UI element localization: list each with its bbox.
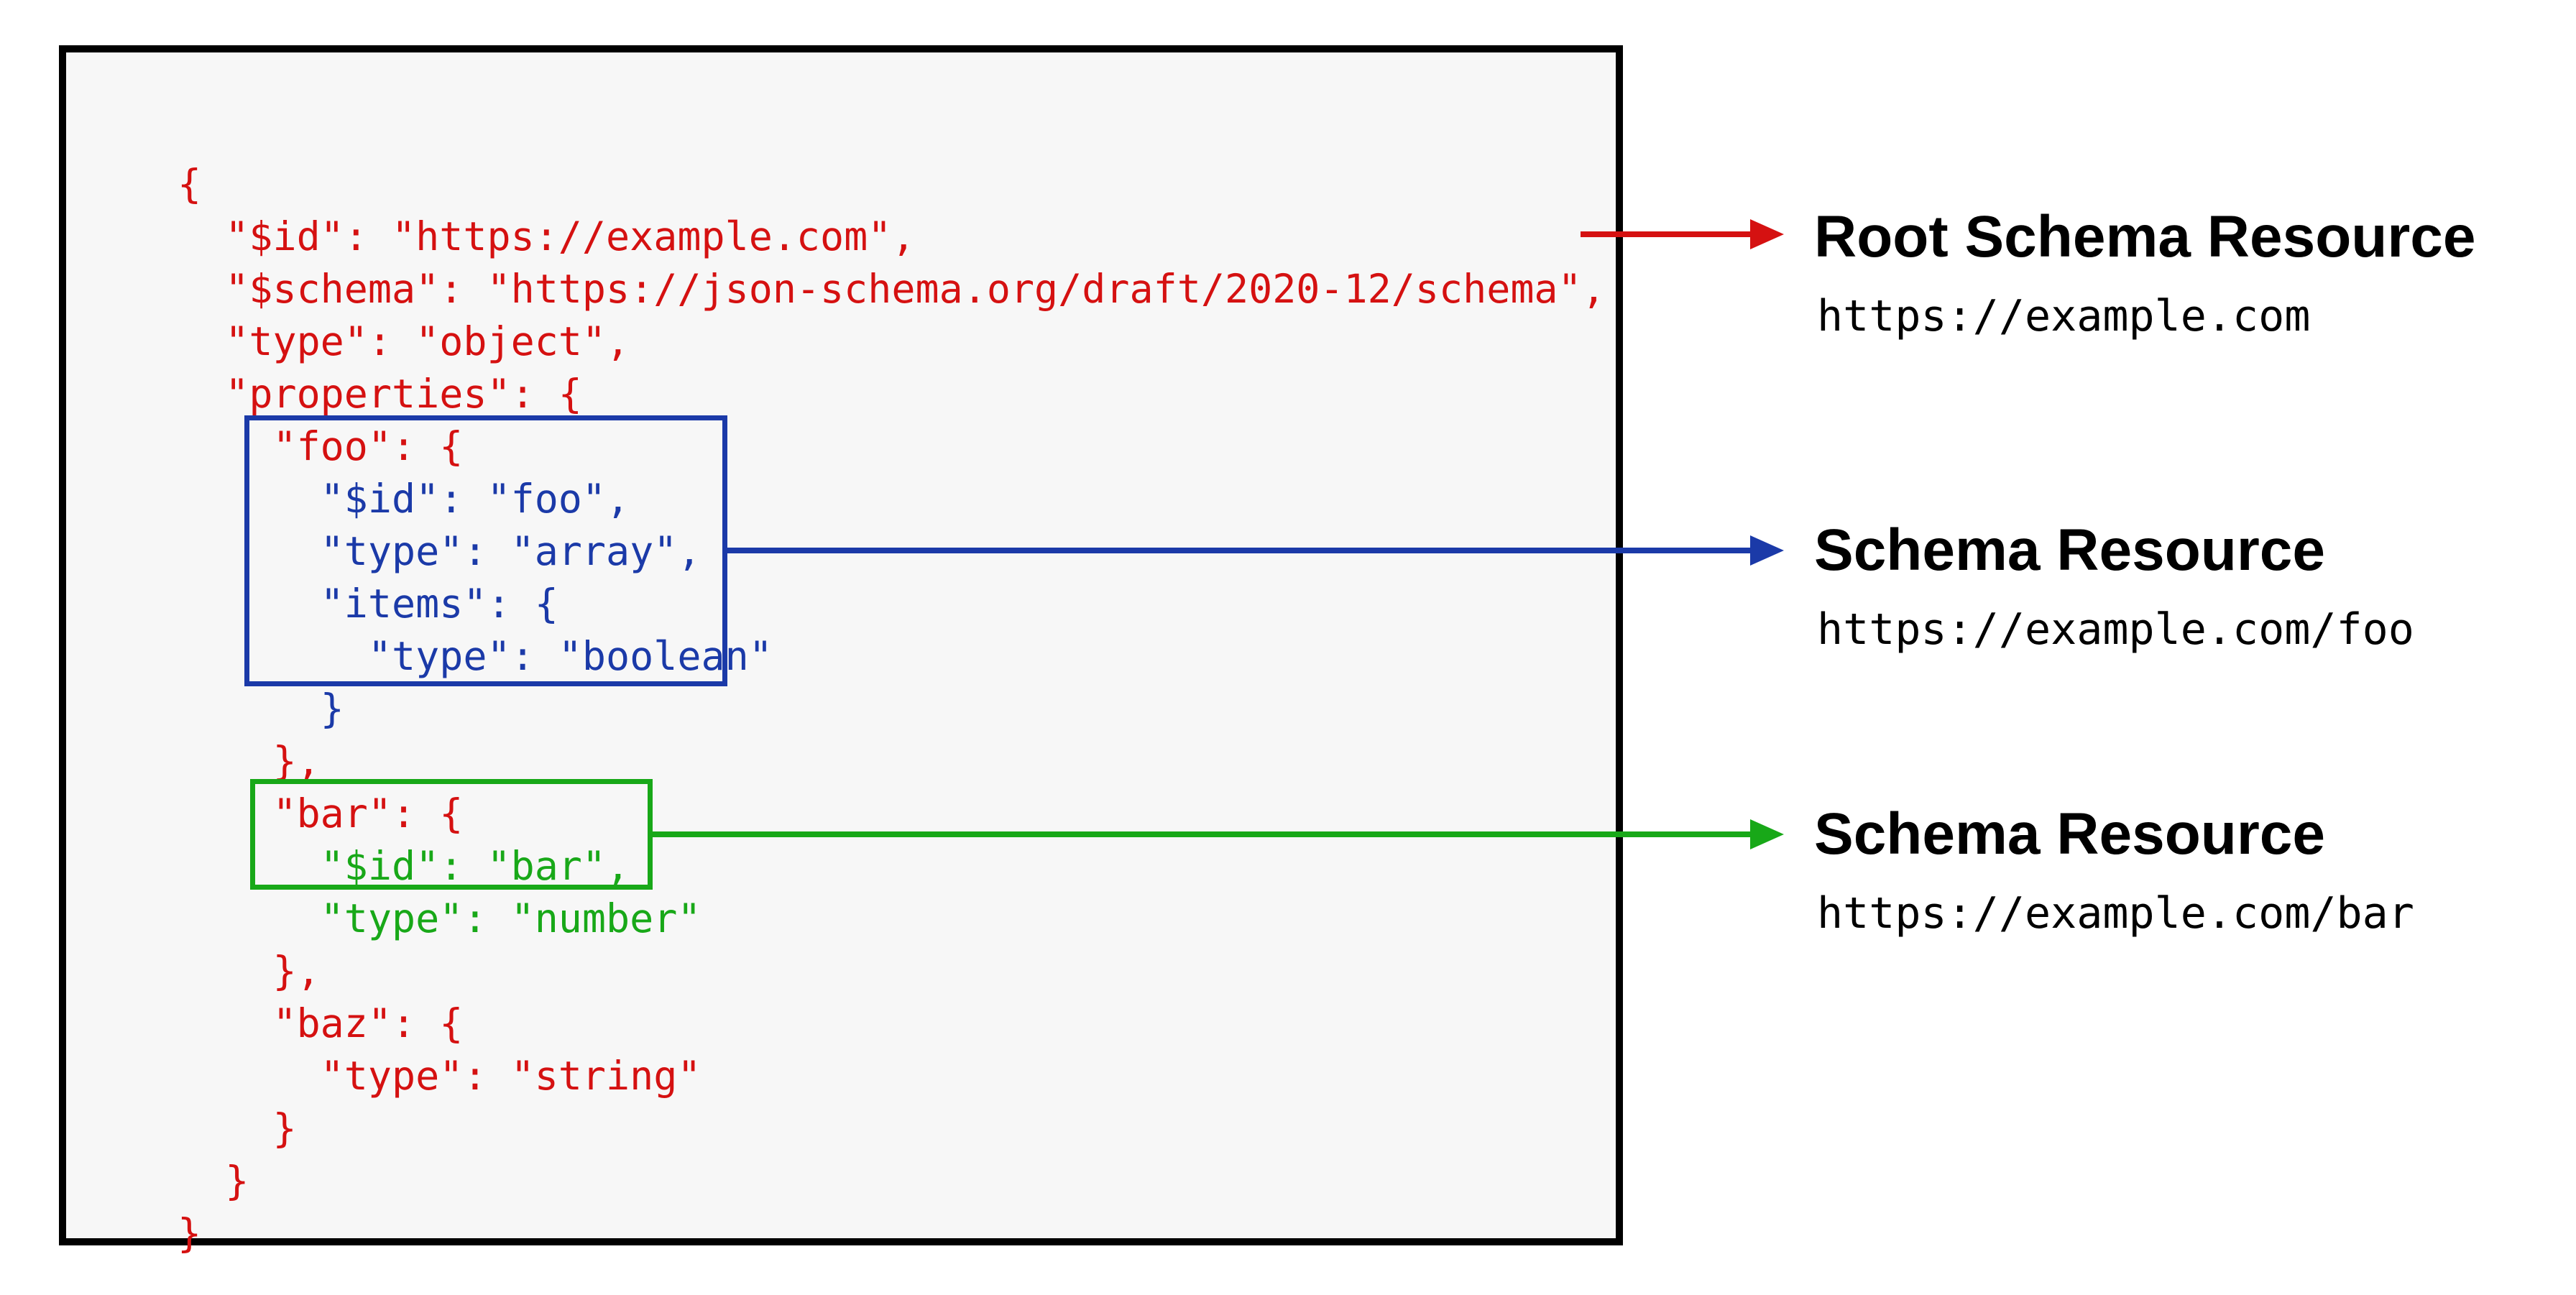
code-line: "type": "string"	[178, 1053, 702, 1099]
code-line: "bar": {	[178, 791, 464, 837]
root-schema-arrow-line	[1581, 231, 1750, 237]
bar-schema-arrow-line	[653, 831, 1750, 837]
root-schema-resource-title: Root Schema Resource	[1814, 204, 2476, 269]
bar-schema-resource-title: Schema Resource	[1814, 801, 2326, 867]
bar-schema-arrowhead-icon	[1750, 819, 1784, 849]
code-line: "$schema": "https://json-schema.org/draf…	[178, 266, 1606, 312]
root-schema-resource-url: https://example.com	[1817, 291, 2311, 341]
foo-schema-resource-title: Schema Resource	[1814, 517, 2326, 583]
foo-schema-resource-url: https://example.com/foo	[1817, 604, 2414, 655]
root-schema-arrowhead-icon	[1750, 219, 1784, 249]
code-line: "baz": {	[178, 1000, 464, 1046]
code-line: "$id": "https://example.com",	[178, 213, 916, 259]
code-line-foo-schema: "$id": "foo",	[178, 476, 630, 522]
foo-schema-arrow-line	[727, 548, 1750, 553]
code-line: "foo": {	[178, 423, 464, 469]
code-line-bar-schema: "type": "number"	[178, 895, 702, 941]
code-line-foo-schema: "type": "array",	[178, 528, 702, 574]
foo-schema-arrowhead-icon	[1750, 535, 1784, 566]
code-line: }	[178, 1158, 249, 1204]
code-line: }	[178, 1105, 297, 1151]
code-line: {	[178, 161, 202, 207]
json-code-block: { "$id": "https://example.com", "$schema…	[178, 158, 1606, 1260]
code-line-foo-schema: }	[178, 686, 344, 732]
code-line: "properties": {	[178, 371, 582, 417]
code-line-bar-schema: "$id": "bar",	[178, 843, 630, 889]
code-line-foo-schema: "type": "boolean"	[178, 633, 773, 679]
code-line: "type": "object",	[178, 318, 630, 364]
code-line: }	[178, 1210, 202, 1256]
code-line-foo-schema: "items": {	[178, 581, 558, 627]
code-panel: { "$id": "https://example.com", "$schema…	[59, 45, 1623, 1256]
bar-schema-resource-url: https://example.com/bar	[1817, 888, 2414, 939]
code-line: },	[178, 948, 321, 994]
code-line: },	[178, 738, 321, 784]
